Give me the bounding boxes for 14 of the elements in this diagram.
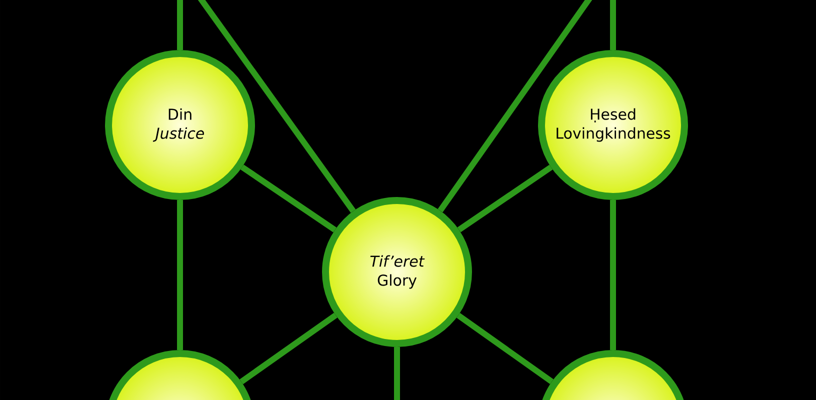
connector-line (610, 200, 616, 350)
connector-line (177, 200, 183, 350)
connector-line (457, 164, 553, 232)
connector-line (177, 0, 183, 50)
connector-line (456, 312, 554, 384)
connector-line (196, 0, 356, 213)
connector-line (610, 0, 616, 50)
circle-node: Tif’eret Glory (322, 197, 472, 347)
circle-node: Ḥesed Lovingkindness (538, 50, 688, 200)
circle-node: Din Justice (105, 50, 255, 200)
connector-line (438, 0, 594, 212)
connector-line (240, 312, 338, 384)
connector-line (394, 347, 400, 400)
connector-line (240, 164, 337, 232)
